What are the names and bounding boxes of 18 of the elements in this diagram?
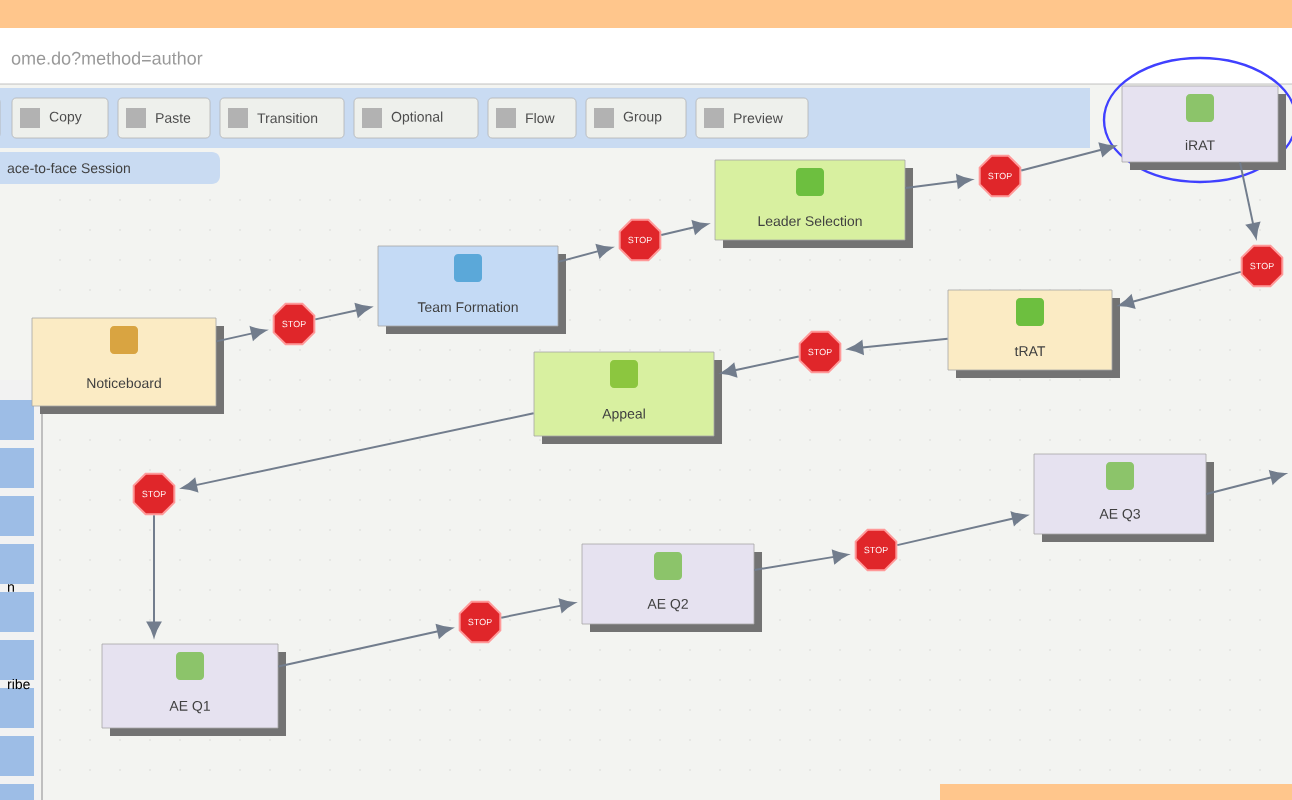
address-bar: ome.do?method=author [0, 28, 1292, 85]
arrow [904, 174, 973, 189]
arrow [314, 303, 372, 321]
arrow [1205, 470, 1286, 495]
arrow [557, 244, 613, 263]
arrow [1239, 161, 1261, 239]
arrow [720, 355, 800, 378]
arrow [1020, 142, 1116, 172]
arrow [896, 511, 1028, 547]
arrow [847, 337, 949, 355]
arrow [215, 326, 267, 343]
arrow [660, 220, 709, 236]
arrow [181, 412, 535, 493]
arrow [1118, 270, 1242, 309]
arrow [277, 624, 453, 668]
arrow [146, 514, 162, 638]
arrow [753, 549, 849, 571]
arrow [500, 598, 576, 619]
